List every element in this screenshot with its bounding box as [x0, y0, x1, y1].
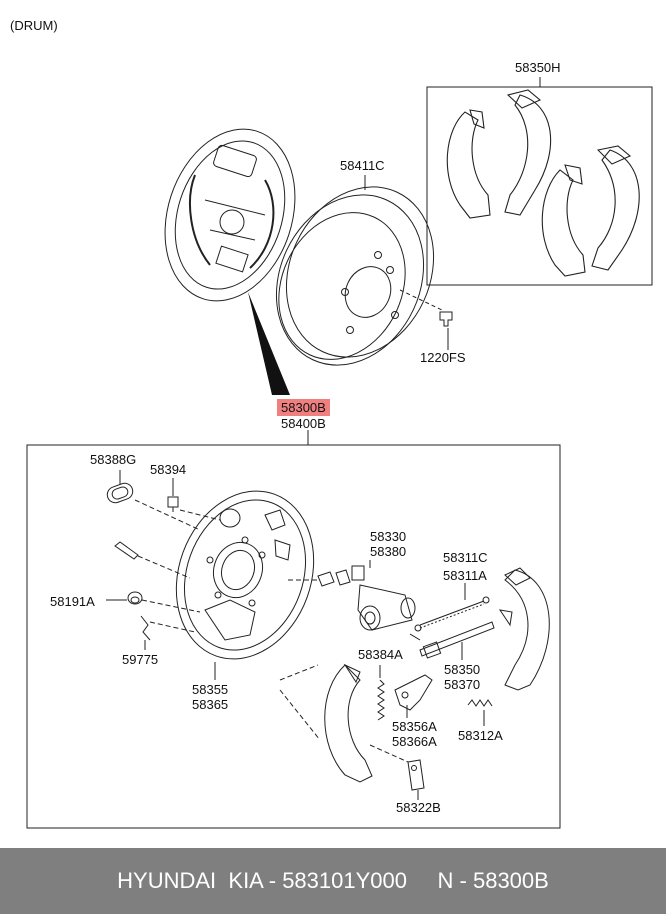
label-lever-a: 58356A	[392, 719, 437, 734]
label-retainer-pin: 59775	[122, 652, 159, 667]
left-brake-shoe	[324, 663, 373, 783]
label-wheel-cylinder-b: 58380	[370, 544, 407, 559]
label-shoe-kit: 58350H	[515, 60, 561, 75]
label-assembly-lower: 58400B	[281, 416, 326, 431]
label-backing-plate-a: 58355	[192, 682, 229, 697]
label-wheel-cylinder-a: 58330	[370, 529, 407, 544]
wheel-cylinder	[317, 565, 416, 631]
adjuster	[409, 621, 495, 659]
return-spring	[467, 699, 493, 707]
label-bolt: 58394	[150, 462, 187, 477]
label-return-spring: 58312A	[458, 728, 503, 743]
assembly-box	[26, 444, 561, 829]
assembled-brake-backing	[164, 128, 296, 302]
retainer-pin	[140, 615, 151, 641]
diagram-title: (DRUM)	[10, 18, 58, 33]
exploded-parts-diagram	[26, 77, 653, 829]
brake-drum	[275, 186, 435, 366]
bushing	[127, 591, 143, 605]
label-upper-spring-b: 58311A	[443, 568, 487, 583]
lower-spring	[377, 679, 385, 721]
bolt	[167, 496, 179, 512]
backing-plate	[175, 490, 315, 660]
plug	[106, 482, 134, 504]
part-number-footer: HYUNDAI KIA - 583101Y000 N - 58300B	[0, 848, 666, 914]
pin-bolt	[114, 541, 139, 560]
label-upper-spring-a: 58311C	[443, 550, 488, 565]
label-adjuster-a: 58350	[444, 662, 481, 677]
label-plug: 58388G	[90, 452, 137, 467]
shoe-kit-shoes	[446, 89, 640, 277]
pointer-wedge	[248, 292, 290, 395]
label-assembly-upper: 58300B	[277, 399, 330, 416]
label-bushing: 58191A	[50, 594, 95, 609]
label-lever-b: 58366A	[392, 734, 437, 749]
label-backing-plate-b: 58365	[192, 697, 229, 712]
label-lower-spring: 58384A	[358, 647, 403, 662]
drum-screw	[439, 311, 453, 327]
label-adjuster-b: 58370	[444, 677, 481, 692]
label-drum-screw: 1220FS	[420, 350, 466, 365]
parking-lever	[394, 674, 433, 711]
clip	[407, 759, 425, 791]
right-brake-shoe	[498, 567, 550, 691]
upper-spring	[414, 596, 490, 632]
label-clip: 58322B	[396, 800, 441, 815]
label-drum: 58411C	[340, 158, 385, 173]
